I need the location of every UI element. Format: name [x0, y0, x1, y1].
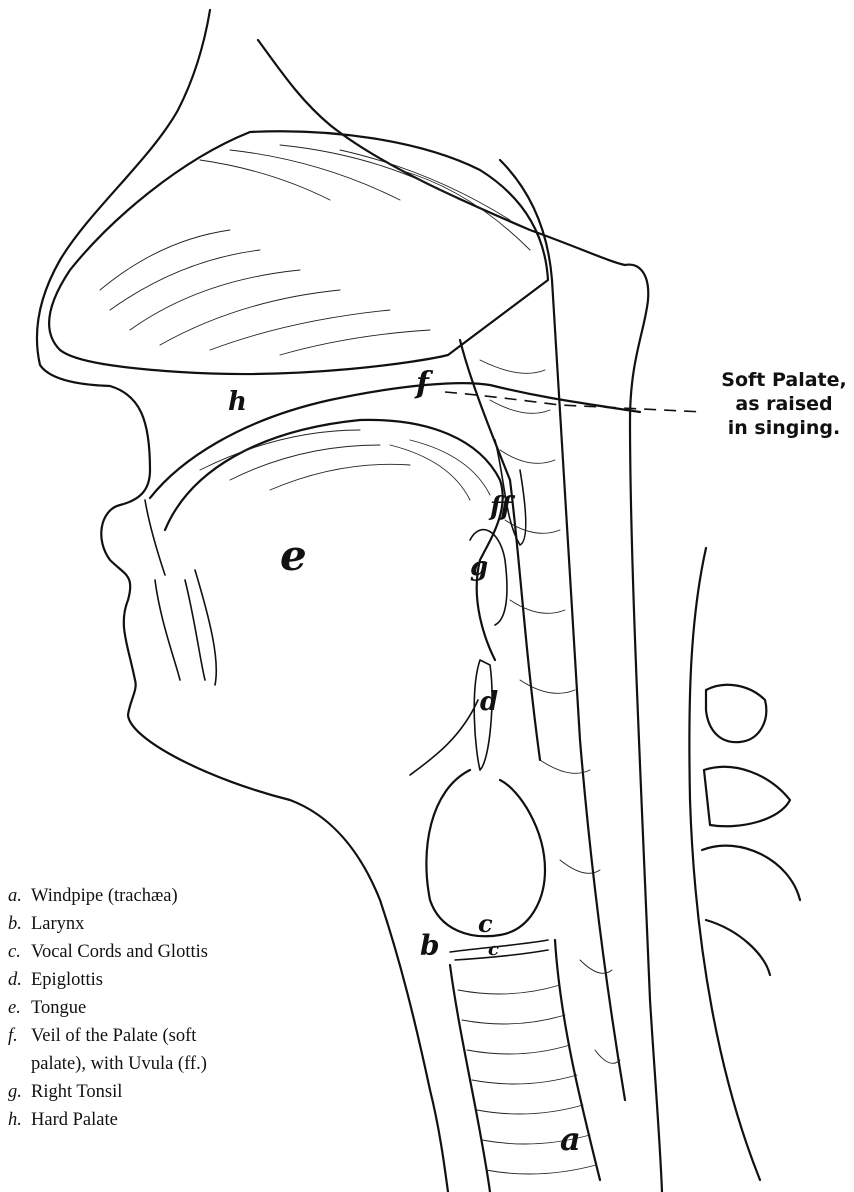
label-c-upper: c	[478, 909, 493, 938]
legend-key: g.	[8, 1078, 31, 1106]
label-e: e	[280, 531, 307, 580]
legend-item-c: c. Vocal Cords and Glottis	[8, 938, 338, 966]
legend-item-e: e. Tongue	[8, 994, 338, 1022]
upper-teeth	[145, 500, 165, 575]
callout-line-1: Soft Palate,	[714, 368, 854, 392]
nasal-hatching	[100, 145, 530, 355]
vertebra-3	[702, 846, 800, 900]
legend-text: Windpipe (trachæa)	[31, 882, 178, 910]
legend-item-f-continuation: palate), with Uvula (ff.)	[8, 1050, 338, 1078]
pharynx-front-wall	[460, 340, 540, 760]
legend-item-f: f. Veil of the Palate (soft	[8, 1022, 338, 1050]
legend-item-a: a. Windpipe (trachæa)	[8, 882, 338, 910]
spine-curve	[689, 548, 760, 1180]
nasal-cavity	[49, 131, 548, 374]
tongue-hatching	[200, 430, 490, 500]
legend-item-g: g. Right Tonsil	[8, 1078, 338, 1106]
label-b: b	[420, 929, 440, 962]
legend: a. Windpipe (trachæa) b. Larynx c. Vocal…	[8, 882, 338, 1134]
label-d: d	[480, 687, 498, 717]
label-a: a	[560, 1120, 581, 1158]
legend-text: Right Tonsil	[31, 1078, 122, 1106]
lower-teeth	[155, 570, 216, 685]
legend-text: Tongue	[31, 994, 86, 1022]
vertebra-1	[706, 685, 766, 742]
callout-line-2: as raised	[714, 392, 854, 416]
callout-line-3: in singing.	[714, 416, 854, 440]
soft-palate-callout: Soft Palate, as raised in singing.	[714, 368, 854, 440]
legend-text: Vocal Cords and Glottis	[31, 938, 208, 966]
legend-key: h.	[8, 1106, 31, 1134]
vocal-cords	[450, 940, 548, 960]
label-h: h	[228, 387, 247, 417]
legend-text: Epiglottis	[31, 966, 103, 994]
legend-text: Hard Palate	[31, 1106, 118, 1134]
legend-key: e.	[8, 994, 31, 1022]
legend-text: Veil of the Palate (soft	[31, 1022, 196, 1050]
legend-text-continuation: palate), with Uvula (ff.)	[31, 1050, 207, 1078]
legend-key: c.	[8, 938, 31, 966]
legend-key: a.	[8, 882, 31, 910]
legend-key: f.	[8, 1022, 31, 1050]
legend-key: b.	[8, 910, 31, 938]
legend-text: Larynx	[31, 910, 84, 938]
label-c-lower: c	[488, 939, 499, 960]
vertebra-4	[706, 920, 770, 975]
legend-item-h: h. Hard Palate	[8, 1106, 338, 1134]
legend-item-b: b. Larynx	[8, 910, 338, 938]
palate-line	[150, 383, 640, 498]
vertebra-2	[704, 767, 790, 826]
epiglottis-fold	[410, 700, 478, 775]
legend-key: d.	[8, 966, 31, 994]
legend-item-d: d. Epiglottis	[8, 966, 338, 994]
label-g: g	[470, 552, 488, 582]
